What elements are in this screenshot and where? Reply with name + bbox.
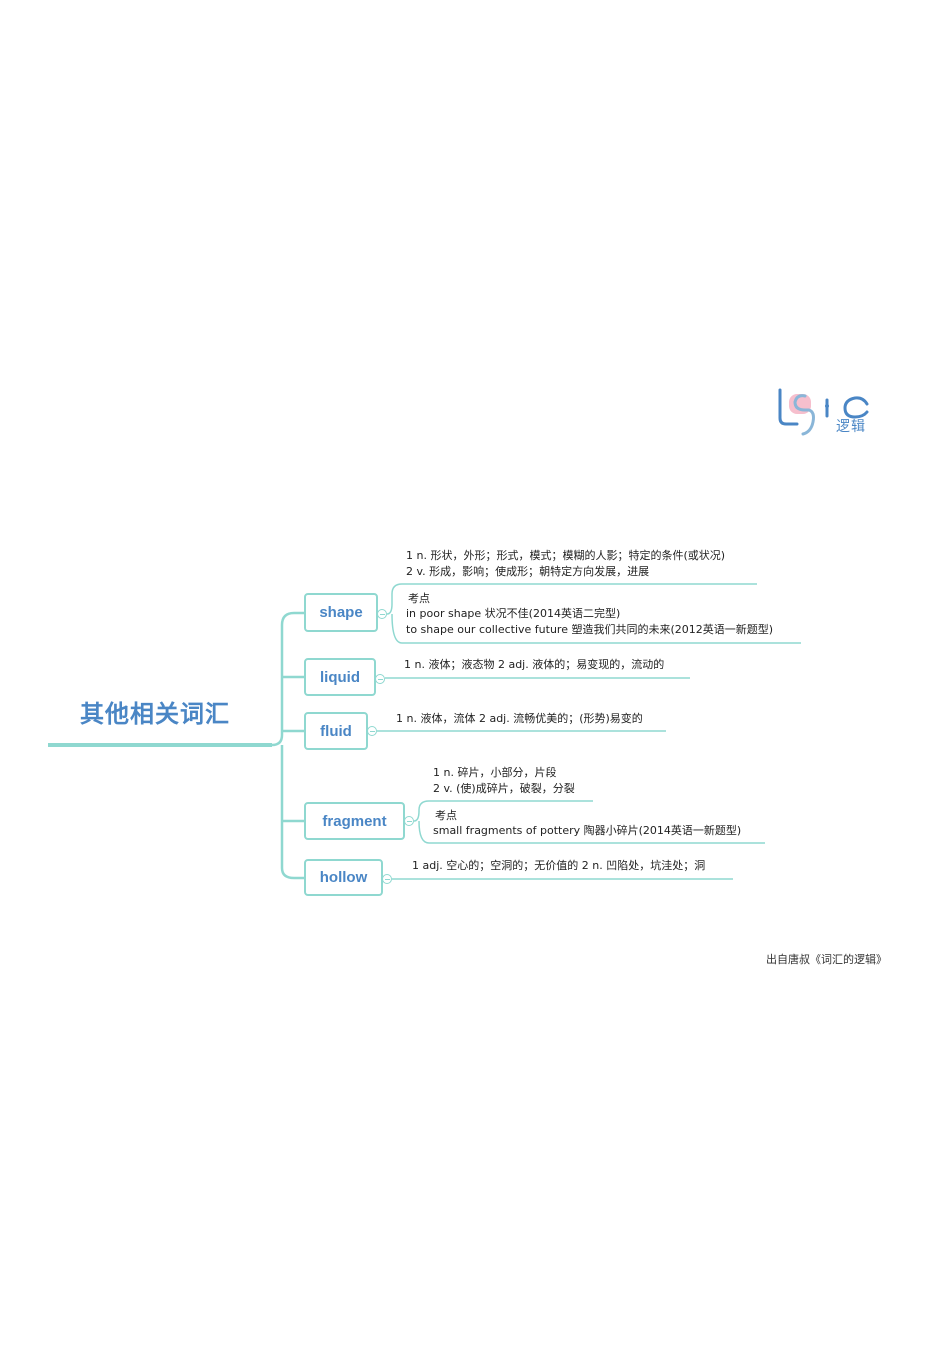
example-text: small fragments of pottery 陶器小碎片(2014英语一… [433, 824, 742, 837]
node-liquid[interactable]: liquid [304, 658, 376, 696]
kaodian-label: 考点 [408, 592, 430, 605]
node-fluid[interactable]: fluid [304, 712, 368, 750]
logic-logo [778, 388, 869, 436]
collapse-toggle-icon[interactable] [382, 874, 392, 884]
node-shape[interactable]: shape [304, 593, 378, 632]
definition-text: 1 n. 液体，流体 2 adj. 流畅优美的；(形势)易变的 [396, 712, 643, 725]
logo-caption: 逻辑 [836, 419, 866, 435]
source-credit: 出自唐叔《词汇的逻辑》 [766, 953, 887, 966]
collapse-toggle-icon[interactable] [367, 726, 377, 736]
branch-connector [271, 611, 304, 747]
node-hollow[interactable]: hollow [304, 859, 383, 896]
definition-text: 1 n. 液体；液态物 2 adj. 液体的；易变现的，流动的 [404, 658, 665, 671]
kaodian-label: 考点 [435, 809, 457, 822]
child-connector [418, 820, 765, 844]
branch-connector [280, 745, 304, 880]
definition-text: 2 v. 形成，影响；使成形；朝特定方向发展，进展 [406, 565, 650, 578]
definition-text: 2 v. (使)成碎片，破裂，分裂 [433, 782, 575, 795]
collapse-toggle-icon[interactable] [375, 674, 385, 684]
example-text: in poor shape 状况不佳(2014英语二完型) [406, 607, 621, 620]
definition-text: 1 n. 形状，外形；形式，模式；模糊的人影；特定的条件(或状况) [406, 549, 726, 562]
collapse-toggle-icon[interactable] [404, 816, 414, 826]
child-connector [391, 613, 801, 644]
definition-text: 1 n. 碎片，小部分，片段 [433, 766, 557, 779]
child-connector [413, 800, 593, 822]
example-text: to shape our collective future 塑造我们共同的未来… [406, 623, 774, 636]
root-topic-title: 其他相关词汇 [80, 700, 230, 728]
child-connector [386, 583, 757, 615]
collapse-toggle-icon[interactable] [377, 609, 387, 619]
definition-text: 1 adj. 空心的；空洞的；无价值的 2 n. 凹陷处，坑洼处；洞 [412, 859, 706, 872]
node-fragment[interactable]: fragment [304, 802, 405, 840]
